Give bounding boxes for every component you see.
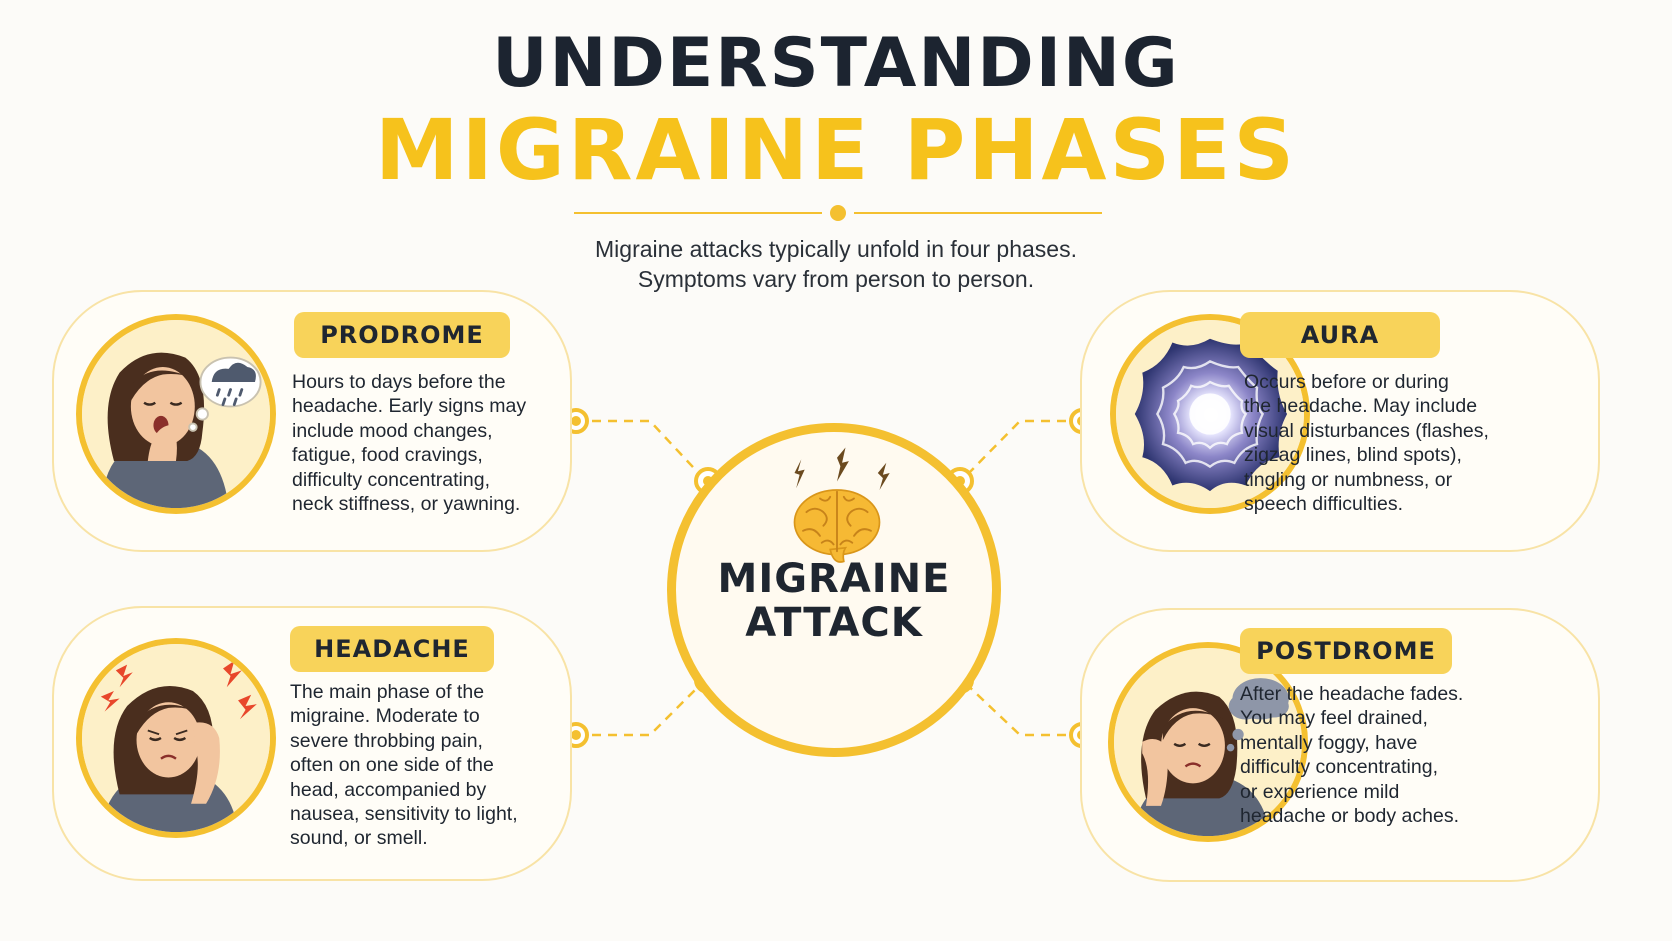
subtitle-line-2: Symptoms vary from person to person. <box>637 266 1035 292</box>
phase-label-postdrome: POSTDROME <box>1240 628 1452 674</box>
title-line-1: UNDERSTANDING <box>492 24 1180 103</box>
phase-description-headache: The main phase of the migraine. Moderate… <box>290 680 540 851</box>
text-line: difficulty concentrating, <box>292 468 490 491</box>
text-line: visual disturbances (flashes, <box>1244 419 1489 442</box>
title-divider-left <box>574 212 822 214</box>
text-line: Occurs before or during <box>1244 371 1449 393</box>
text-line: tingling or numbness, or <box>1244 468 1453 491</box>
subtitle-line-1: Migraine attacks typically unfold in fou… <box>595 236 1077 262</box>
phase-card-postdrome: POSTDROME After the headache fades. You … <box>1080 608 1600 882</box>
connector-prodrome <box>576 419 706 481</box>
phase-card-prodrome: PRODROME Hours to days before the headac… <box>52 290 572 552</box>
text-line: The main phase of the <box>290 681 485 703</box>
text-line: migraine. Moderate to <box>290 705 480 728</box>
text-line: headache or body aches. <box>1240 805 1459 828</box>
tired-woman-icon <box>1108 642 1308 842</box>
text-line: After the headache fades. <box>1240 683 1464 705</box>
connector-aura <box>961 419 1082 481</box>
phase-card-aura: AURA Occurs before or during the headach… <box>1080 290 1600 552</box>
phase-description-postdrome: After the headache fades. You may feel d… <box>1240 682 1490 828</box>
text-line: or experience mild <box>1240 780 1400 803</box>
text-line: include mood changes, <box>292 419 493 442</box>
pained-woman-icon <box>76 638 276 838</box>
phase-label-headache: HEADACHE <box>290 626 494 672</box>
text-line: nausea, sensitivity to light, <box>290 803 518 826</box>
phase-label-aura: AURA <box>1240 312 1440 358</box>
text-line: fatigue, food cravings, <box>292 444 483 467</box>
connector-postdrome <box>961 679 1082 737</box>
text-line: sound, or smell. <box>290 827 428 850</box>
text-line: neck stiffness, or yawning. <box>292 493 521 516</box>
title-line-2: MIGRAINE PHASES <box>375 101 1297 199</box>
text-line: the headache. May include <box>1244 395 1478 418</box>
brain-icon <box>793 447 890 563</box>
center-label-line-1: MIGRAINE <box>717 556 951 602</box>
phase-description-aura: Occurs before or during the headache. Ma… <box>1244 370 1494 516</box>
center-circle <box>667 423 1001 757</box>
phase-card-headache: HEADACHE The main phase of the migraine.… <box>52 606 572 881</box>
center-label-line-2: ATTACK <box>745 600 923 646</box>
phase-label-prodrome: PRODROME <box>294 312 510 358</box>
text-line: You may feel drained, <box>1240 707 1428 730</box>
yawning-woman-icon <box>76 314 276 514</box>
text-line: speech difficulties. <box>1244 493 1403 516</box>
title-divider-right <box>854 212 1102 214</box>
text-line: severe throbbing pain, <box>290 729 483 752</box>
connector-headache <box>576 679 706 737</box>
text-line: head, accompanied by <box>290 778 487 801</box>
title-divider-dot <box>830 205 846 221</box>
text-line: zigzag lines, blind spots), <box>1244 444 1462 467</box>
text-line: mentally foggy, have <box>1240 731 1418 754</box>
text-line: headache. Early signs may <box>292 395 527 418</box>
subtitle: Migraine attacks typically unfold in fou… <box>0 234 1672 294</box>
phase-description-prodrome: Hours to days before the headache. Early… <box>292 370 542 516</box>
text-line: Hours to days before the <box>292 371 506 393</box>
text-line: often on one side of the <box>290 754 494 777</box>
text-line: difficulty concentrating, <box>1240 756 1438 779</box>
